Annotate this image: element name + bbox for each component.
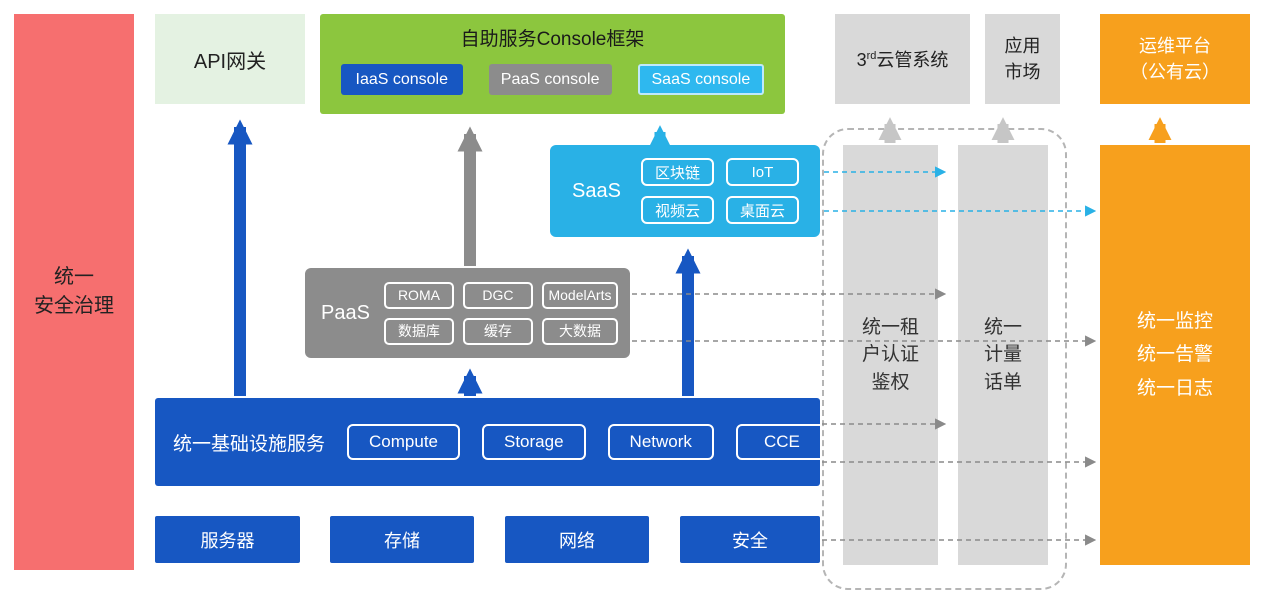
infrastructure-item-row: Compute Storage Network CCE <box>347 424 828 460</box>
paas-item-dgc: DGC <box>462 281 533 309</box>
app-market-box: 应用 市场 <box>985 14 1060 104</box>
saas-label: SaaS <box>572 179 621 202</box>
paas-item-database: 数据库 <box>383 317 454 345</box>
paas-item-cache: 缓存 <box>462 317 533 345</box>
security-governance-label: 统一 安全治理 <box>34 266 114 317</box>
third-party-cloud-box: 3rd云管系统 <box>835 14 970 104</box>
metering-bar: 统一 计量 话单 <box>958 145 1048 565</box>
ops-platform-box: 运维平台 （公有云） <box>1100 14 1250 104</box>
infra-item-cce: CCE <box>735 424 828 460</box>
security-governance-bar: 统一 安全治理 <box>14 14 134 570</box>
iaas-console-chip: IaaS console <box>340 64 463 95</box>
api-gateway-label: API网关 <box>193 50 267 73</box>
infrastructure-box: 统一基础设施服务 Compute Storage Network CCE <box>155 398 828 486</box>
saas-item-iot: IoT <box>725 158 799 186</box>
paas-item-grid: ROMA DGC ModelArts 数据库 缓存 大数据 <box>383 281 618 345</box>
hardware-storage-box: 存储 <box>330 516 474 563</box>
monitoring-label: 统一监控 统一告警 统一日志 <box>1136 311 1213 399</box>
app-market-label: 应用 市场 <box>1004 35 1041 82</box>
saas-item-video-cloud: 视频云 <box>640 196 714 224</box>
console-framework-title: 自助服务Console框架 <box>460 29 645 50</box>
hardware-server-box: 服务器 <box>155 516 300 563</box>
infra-item-network: Network <box>607 424 714 460</box>
saas-item-blockchain: 区块链 <box>640 158 714 186</box>
infrastructure-label: 统一基础设施服务 <box>173 433 326 455</box>
dashed-group-container <box>822 128 1067 590</box>
paas-console-chip: PaaS console <box>488 64 612 95</box>
saas-console-chip: SaaS console <box>637 64 765 95</box>
metering-label: 统一 计量 话单 <box>983 316 1022 393</box>
console-framework-box: 自助服务Console框架 IaaS console PaaS console … <box>320 14 785 114</box>
hardware-security-box: 安全 <box>680 516 820 563</box>
infra-item-compute: Compute <box>347 424 460 460</box>
console-chip-row: IaaS console PaaS console SaaS console <box>340 64 765 95</box>
api-gateway-box: API网关 <box>155 14 305 104</box>
tenant-auth-label: 统一租 户认证 鉴权 <box>861 316 919 393</box>
ops-platform-label: 运维平台 （公有云） <box>1130 35 1220 82</box>
saas-item-grid: 区块链 IoT 视频云 桌面云 <box>640 158 799 224</box>
paas-label: PaaS <box>321 301 370 324</box>
paas-box: PaaS ROMA DGC ModelArts 数据库 缓存 大数据 <box>305 268 630 358</box>
hardware-network-box: 网络 <box>505 516 649 563</box>
paas-item-bigdata: 大数据 <box>541 317 618 345</box>
tenant-auth-bar: 统一租 户认证 鉴权 <box>843 145 938 565</box>
monitoring-bar: 统一监控 统一告警 统一日志 <box>1100 145 1250 565</box>
saas-box: SaaS 区块链 IoT 视频云 桌面云 <box>550 145 820 237</box>
third-party-cloud-label: 3rd云管系统 <box>856 50 949 70</box>
saas-item-desktop-cloud: 桌面云 <box>725 196 799 224</box>
infra-item-storage: Storage <box>482 424 586 460</box>
paas-item-modelarts: ModelArts <box>541 281 618 309</box>
paas-item-roma: ROMA <box>383 281 454 309</box>
